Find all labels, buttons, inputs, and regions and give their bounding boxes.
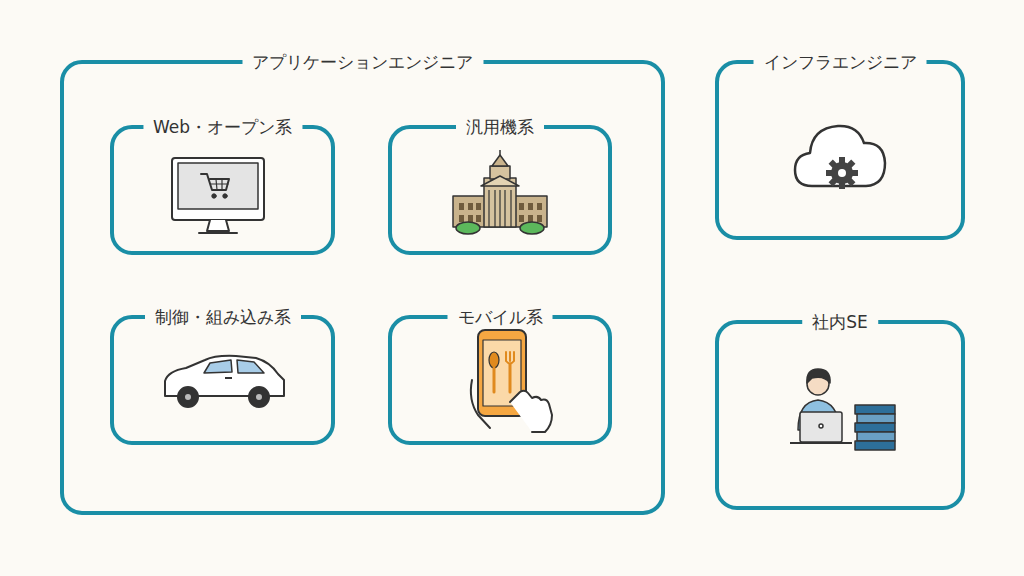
monitor-icon: [172, 158, 264, 233]
category-box: 制御・組み込み系: [110, 315, 335, 445]
box-heading: インフラエンジニア: [754, 52, 927, 72]
group-box: インフラエンジニア: [715, 60, 965, 240]
category-box: Web・オープン系: [110, 125, 335, 255]
box-heading: 制御・組み込み系: [145, 307, 301, 327]
phone-icon: [471, 330, 552, 432]
group-box: アプリケーションエンジニアWeb・オープン系汎用機系制御・組み込み系モバイル系: [60, 60, 665, 515]
cloud-icon: [795, 126, 885, 189]
office-worker-icon: [790, 369, 895, 450]
building-icon: [453, 150, 547, 234]
group-box: 社内SE: [715, 320, 965, 510]
box-heading: モバイル系: [448, 307, 553, 327]
box-heading: アプリケーションエンジニア: [242, 52, 483, 72]
car-icon: [165, 356, 284, 407]
category-box: モバイル系: [388, 315, 612, 445]
category-box: 汎用機系: [388, 125, 612, 255]
box-heading: 汎用機系: [456, 117, 544, 137]
box-heading: Web・オープン系: [143, 117, 302, 137]
box-heading: 社内SE: [802, 312, 878, 332]
